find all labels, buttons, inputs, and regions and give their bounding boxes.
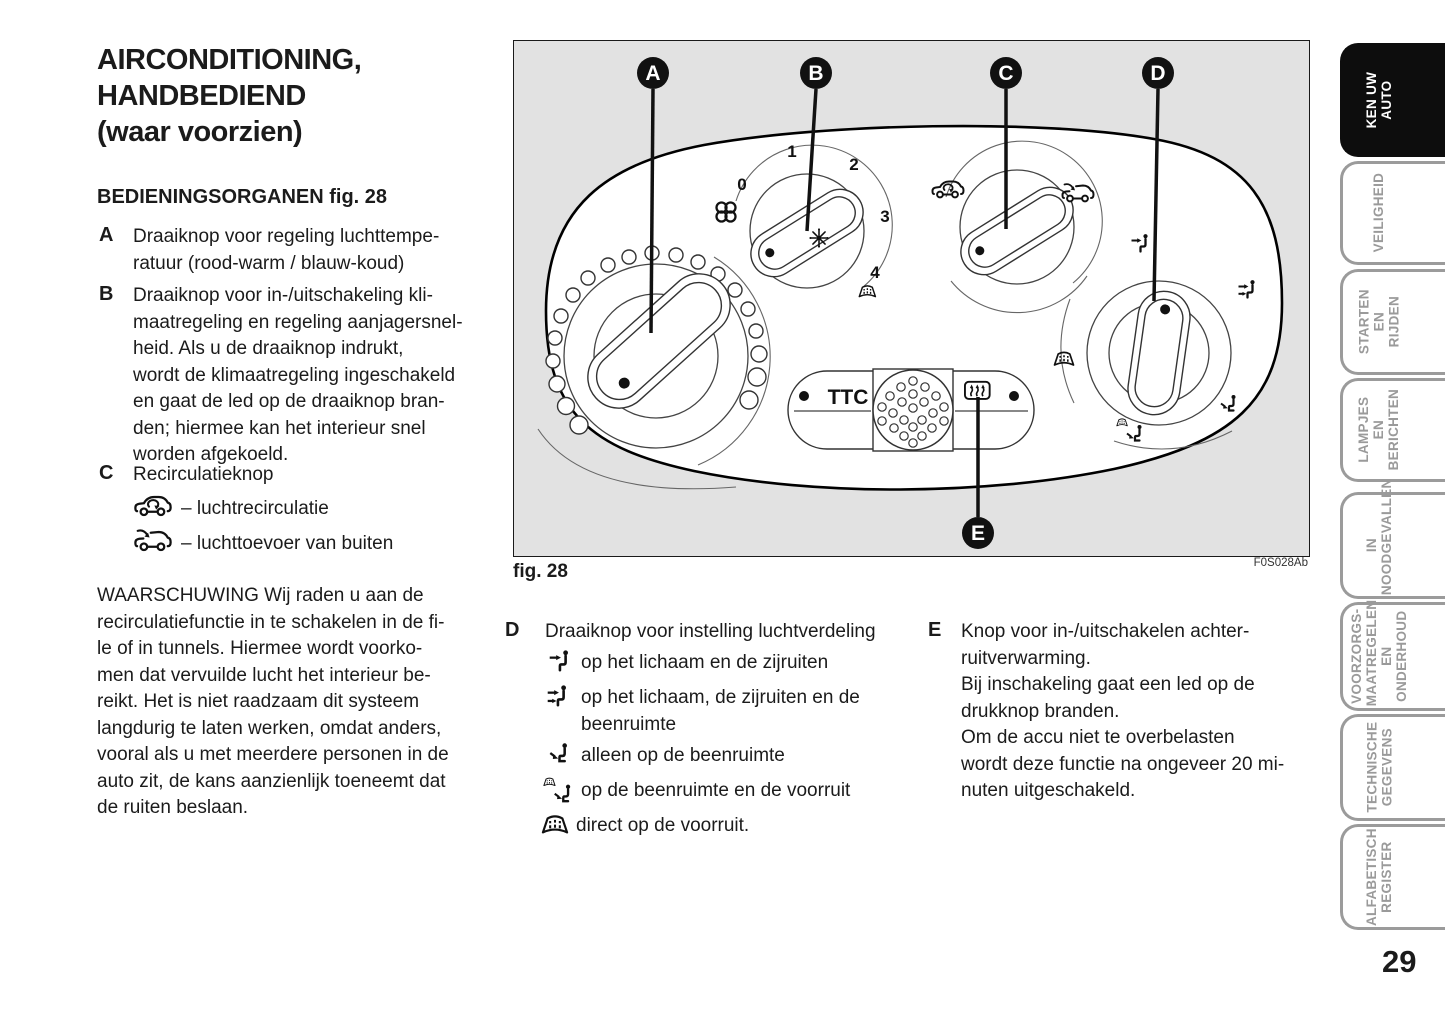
recirculation-label: – luchtrecirculatie	[181, 498, 329, 519]
fan-knob	[735, 144, 893, 289]
item-letter-c: C	[99, 462, 114, 484]
airflow-feet-icon	[548, 741, 571, 769]
temperature-knob-dots	[545, 245, 768, 435]
panel-outline	[544, 124, 1284, 491]
sidebar-tab-label: ALFABETISCH REGISTER	[1363, 828, 1394, 926]
airflow-body-icon	[548, 649, 573, 677]
svg-text:0: 0	[737, 175, 746, 194]
climate-panel-diagram: 0 1 2 3 4	[537, 57, 1284, 549]
svg-text:2: 2	[849, 155, 858, 174]
sidebar-tab-label: TECHNISCHE GEGEVENS	[1363, 722, 1395, 813]
callouts	[649, 88, 1160, 517]
item-text-b: Draaiknop voor in-/uitschakeling kli- ma…	[133, 285, 463, 465]
ttc-led	[799, 391, 809, 401]
item-letter-a: A	[99, 224, 114, 246]
ttc-button-label: TTC	[828, 386, 869, 409]
section-heading: BEDIENINGSORGANEN fig. 28	[97, 186, 388, 208]
svg-text:3: 3	[880, 207, 889, 226]
svg-text:4: 4	[870, 263, 880, 282]
warning-paragraph: WAARSCHUWING Wij raden u aan de recircul…	[97, 585, 449, 818]
item-letter-d: D	[505, 619, 520, 641]
sidebar-tab-label: LAMPJES EN BERICHTEN	[1356, 389, 1402, 471]
callout-a: A	[645, 62, 660, 85]
item-text-d: Draaiknop voor instelling luchtverdeling	[545, 621, 876, 642]
callout-circles	[637, 57, 1174, 549]
car-outside-air-icon	[133, 528, 173, 558]
figure-code: F0S028Ab	[1253, 557, 1308, 569]
airflow-option-2: op het lichaam, de zijruiten en de beenr…	[581, 687, 860, 735]
airflow-option-5: direct op de voorruit.	[576, 815, 750, 836]
airflow-option-3: alleen op de beenruimte	[581, 745, 785, 766]
speaker-grille	[877, 376, 949, 448]
outside-air-label: – luchttoevoer van buiten	[181, 533, 394, 554]
sidebar-tab-label: KEN UW AUTO	[1363, 71, 1394, 129]
figure-28: 0 1 2 3 4	[513, 40, 1310, 557]
sidebar-tab-in-noodgevallen[interactable]: IN NOODGEVALLEN	[1340, 478, 1445, 599]
windshield-defrost-icon	[541, 812, 569, 840]
sidebar-tab-lampjes-en-berichten[interactable]: LAMPJES EN BERICHTEN	[1340, 378, 1445, 482]
sidebar-tab-ken-uw-auto[interactable]: KEN UW AUTO	[1340, 43, 1445, 157]
figure-caption: fig. 28	[513, 561, 568, 582]
temperature-knob	[537, 256, 771, 490]
sidebar-tab-technische-gegevens[interactable]: TECHNISCHE GEGEVENS	[1340, 714, 1445, 821]
recirculation-knob	[945, 140, 1103, 314]
sidebar-tab-voorzorgsmaatregelen[interactable]: VOORZORGS- MAATREGELEN EN ONDERHOUD	[1340, 599, 1445, 711]
sidebar-tab-starten-en-rijden[interactable]: STARTEN EN RIJDEN	[1340, 269, 1445, 375]
page-number: 29	[1382, 944, 1417, 979]
button-cluster: TTC	[787, 368, 1035, 452]
callout-b: B	[808, 62, 823, 85]
airflow-option-1: op het lichaam en de zijruiten	[581, 652, 829, 673]
svg-text:1: 1	[787, 142, 796, 161]
sidebar-tab-alfabetisch-register[interactable]: ALFABETISCH REGISTER	[1340, 824, 1445, 930]
item-text-e: Knop voor in-/uitschakelen achter- ruitv…	[961, 621, 1285, 801]
item-letter-e: E	[928, 619, 942, 641]
page-title: AIRCONDITIONING, HANDBEDIEND (waar voorz…	[97, 44, 362, 148]
sidebar-tab-label: VEILIGHEID	[1371, 173, 1387, 253]
sidebar-tab-label: IN NOODGEVALLEN	[1363, 478, 1394, 596]
sidebar-tab-veiligheid[interactable]: VEILIGHEID	[1340, 161, 1445, 265]
sidebar-tab-label: STARTEN EN RIJDEN	[1356, 289, 1402, 355]
airflow-feet-windshield-icon	[543, 776, 575, 809]
item-text-a: Draaiknop voor regeling luchttempe- ratu…	[133, 226, 440, 274]
item-letter-b: B	[99, 283, 114, 305]
callout-e: E	[971, 522, 985, 545]
airflow-option-4: op de beenruimte en de voorruit	[581, 780, 851, 801]
sidebar-tab-label: VOORZORGS- MAATREGELEN EN ONDERHOUD	[1348, 599, 1410, 707]
airflow-body-feet-icon	[546, 684, 571, 712]
callout-d: D	[1150, 62, 1165, 85]
car-recirculation-icon	[133, 493, 173, 523]
item-text-c: Recirculatieknop	[133, 464, 274, 485]
rear-defrost-led	[1009, 391, 1019, 401]
callout-c: C	[998, 62, 1013, 85]
